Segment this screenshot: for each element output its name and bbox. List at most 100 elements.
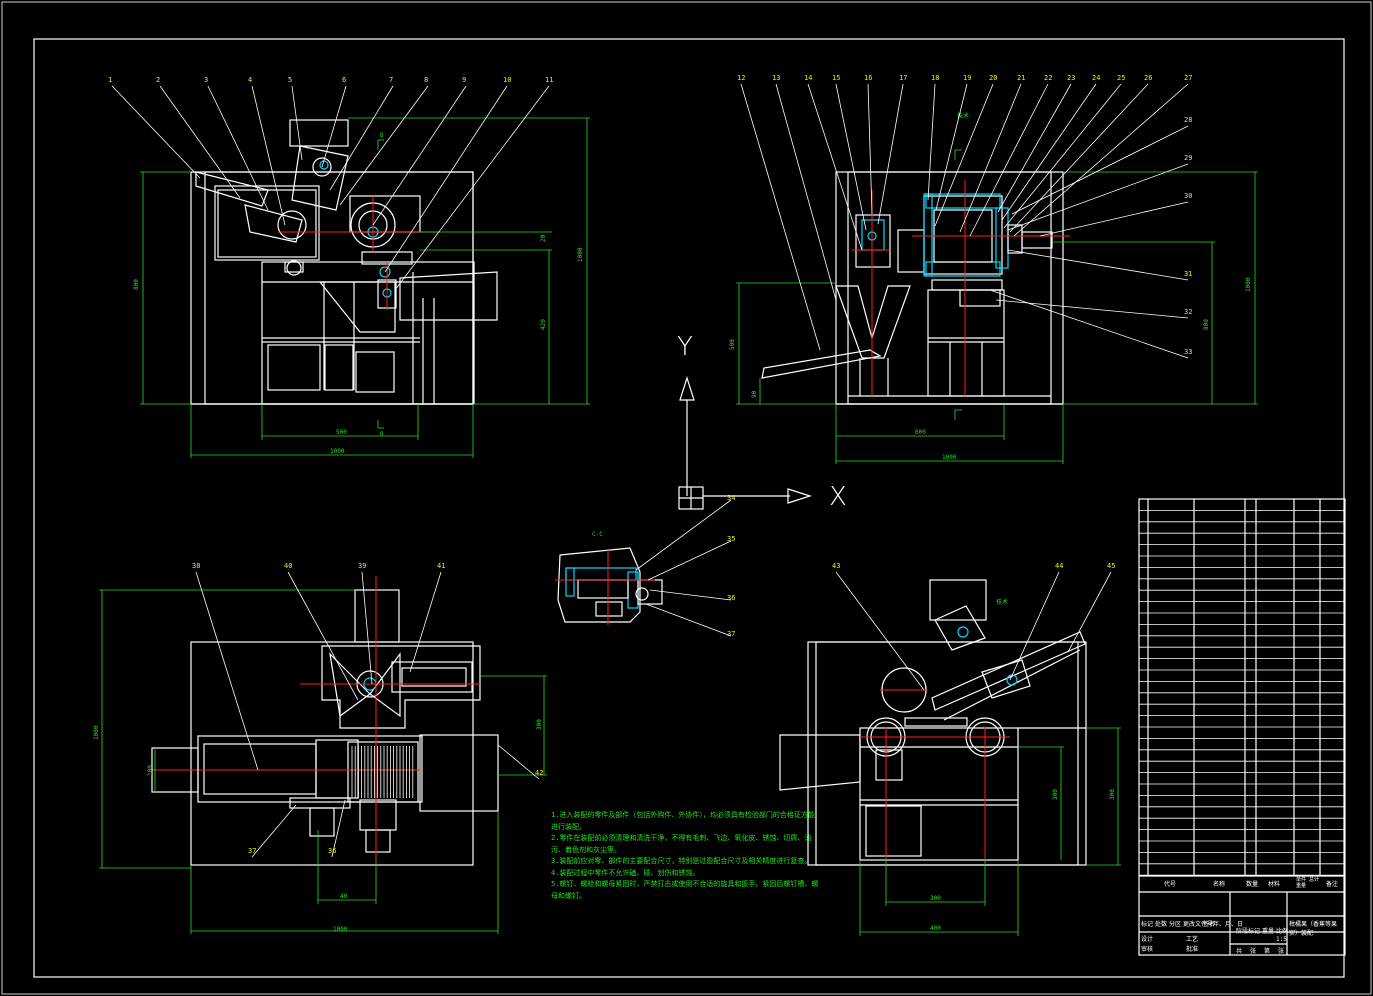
balloon-number: 33 [1184, 348, 1192, 356]
balloon-number: 14 [804, 74, 812, 82]
detail-view: C-C [555, 531, 663, 625]
drawing-title: 柑橘果（香蕉等果实）装配 [1289, 921, 1338, 937]
leader-line [159, 85, 241, 199]
svg-text:500: 500 [336, 429, 347, 436]
sign-date: 年、月、日 [1213, 921, 1244, 928]
balloon-number: 40 [284, 562, 292, 570]
sheet-border-inner [33, 38, 1345, 978]
leader-line [1039, 201, 1189, 237]
leader-line [1067, 571, 1112, 653]
leader-line [321, 85, 347, 168]
balloon-number: 41 [437, 562, 445, 570]
side-view: 1000 600 500 90 1000 800 技术 [729, 112, 1258, 464]
sheet-total-pre: 共 [1236, 948, 1243, 955]
leader-line [807, 83, 863, 251]
role-design: 设计 [1141, 936, 1154, 943]
col-header-qty: 数量 [1246, 881, 1259, 888]
sign-count: 处数 [1155, 921, 1168, 928]
balloon-number: 10 [503, 76, 511, 84]
svg-text:技术: 技术 [996, 598, 1008, 606]
col-header-name: 名称 [1213, 881, 1226, 888]
note-line: 进行装配。 [551, 822, 586, 831]
balloon-number: 21 [1017, 74, 1025, 82]
balloon-number: 37 [727, 630, 735, 638]
leader-line [645, 603, 732, 637]
balloon-number: 28 [1184, 116, 1192, 124]
balloon-number: 20 [989, 74, 997, 82]
balloon-number: 26 [1144, 74, 1152, 82]
leader-line [997, 83, 1072, 213]
svg-text:1000: 1000 [330, 448, 345, 455]
leader-line [740, 83, 821, 351]
leader-line [1011, 125, 1189, 215]
ucs-axis-icon [678, 376, 812, 510]
leader-line [959, 83, 1022, 233]
balloon-number: 30 [1184, 192, 1192, 200]
balloon-number: 22 [1044, 74, 1052, 82]
balloon-number: 44 [1055, 562, 1063, 570]
leader-line [1009, 571, 1060, 681]
leader-line [287, 571, 359, 701]
leader-line [361, 571, 373, 685]
balloon-number: 23 [1067, 74, 1075, 82]
sign-doc: 更改文件号 [1183, 921, 1214, 928]
note-line: 4.装配过程中零件不允许磕、碰、划伤和锈蚀。 [551, 868, 700, 877]
col-header-material: 材料 [1268, 881, 1281, 888]
balloon-number: 34 [727, 494, 735, 502]
col-header-code: 代号 [1164, 881, 1177, 888]
title-block [1138, 498, 1346, 956]
detail-view-label: C-C [592, 531, 603, 538]
leader-line [989, 289, 1189, 359]
leader-line [647, 540, 732, 581]
col-header-weight: 单件 总计 重量 [1296, 877, 1320, 889]
sheet-num-post: 张 [1278, 948, 1285, 955]
balloon-number: 37 [248, 847, 256, 855]
leader-line [1003, 83, 1122, 229]
sign-mark: 标记 [1141, 921, 1154, 928]
leader-line [329, 85, 394, 191]
leader-line [1007, 249, 1189, 281]
balloon-number: 25 [1117, 74, 1125, 82]
svg-text:800: 800 [1203, 319, 1210, 330]
leader-line [995, 299, 1189, 319]
leader-line [969, 83, 1049, 237]
balloon-number: 17 [899, 74, 907, 82]
note-line: 污、着色剂和灰尘等。 [551, 845, 621, 854]
role-review: 审核 [1141, 946, 1154, 953]
svg-text:300: 300 [1052, 789, 1059, 800]
svg-text:1000: 1000 [942, 454, 957, 461]
scale-label: 比例 [1276, 928, 1289, 935]
balloon-number: 16 [864, 74, 872, 82]
balloon-number: 29 [1184, 154, 1192, 162]
leader-line [195, 571, 259, 771]
y-axis-label: Y [677, 332, 693, 362]
svg-text:600: 600 [915, 429, 926, 436]
rear-view: 400 300 300 300 技术 [779, 579, 1121, 936]
stage-mark-label: 阶段标记 [1236, 928, 1261, 935]
balloon-number: 18 [931, 74, 939, 82]
leader-line [251, 804, 297, 858]
sign-signature: 签名 [1203, 921, 1216, 928]
balloon-number: 24 [1092, 74, 1100, 82]
leader-line [935, 83, 968, 211]
balloon-number: 12 [737, 74, 745, 82]
balloon-number: 32 [1184, 308, 1192, 316]
balloon-number: 11 [545, 76, 553, 84]
svg-text:500: 500 [729, 339, 736, 350]
col-header-remarks: 备注 [1326, 881, 1339, 888]
leader-line [1009, 83, 1149, 233]
leader-line [867, 83, 873, 215]
balloon-number: 7 [389, 76, 393, 84]
balloon-number: 5 [288, 76, 292, 84]
svg-text:1000: 1000 [333, 926, 348, 933]
svg-text:技术: 技术 [957, 112, 969, 120]
leader-line [835, 83, 867, 231]
role-approve: 批准 [1186, 946, 1199, 953]
x-axis-label: X [829, 482, 847, 512]
svg-text:300: 300 [536, 719, 543, 730]
